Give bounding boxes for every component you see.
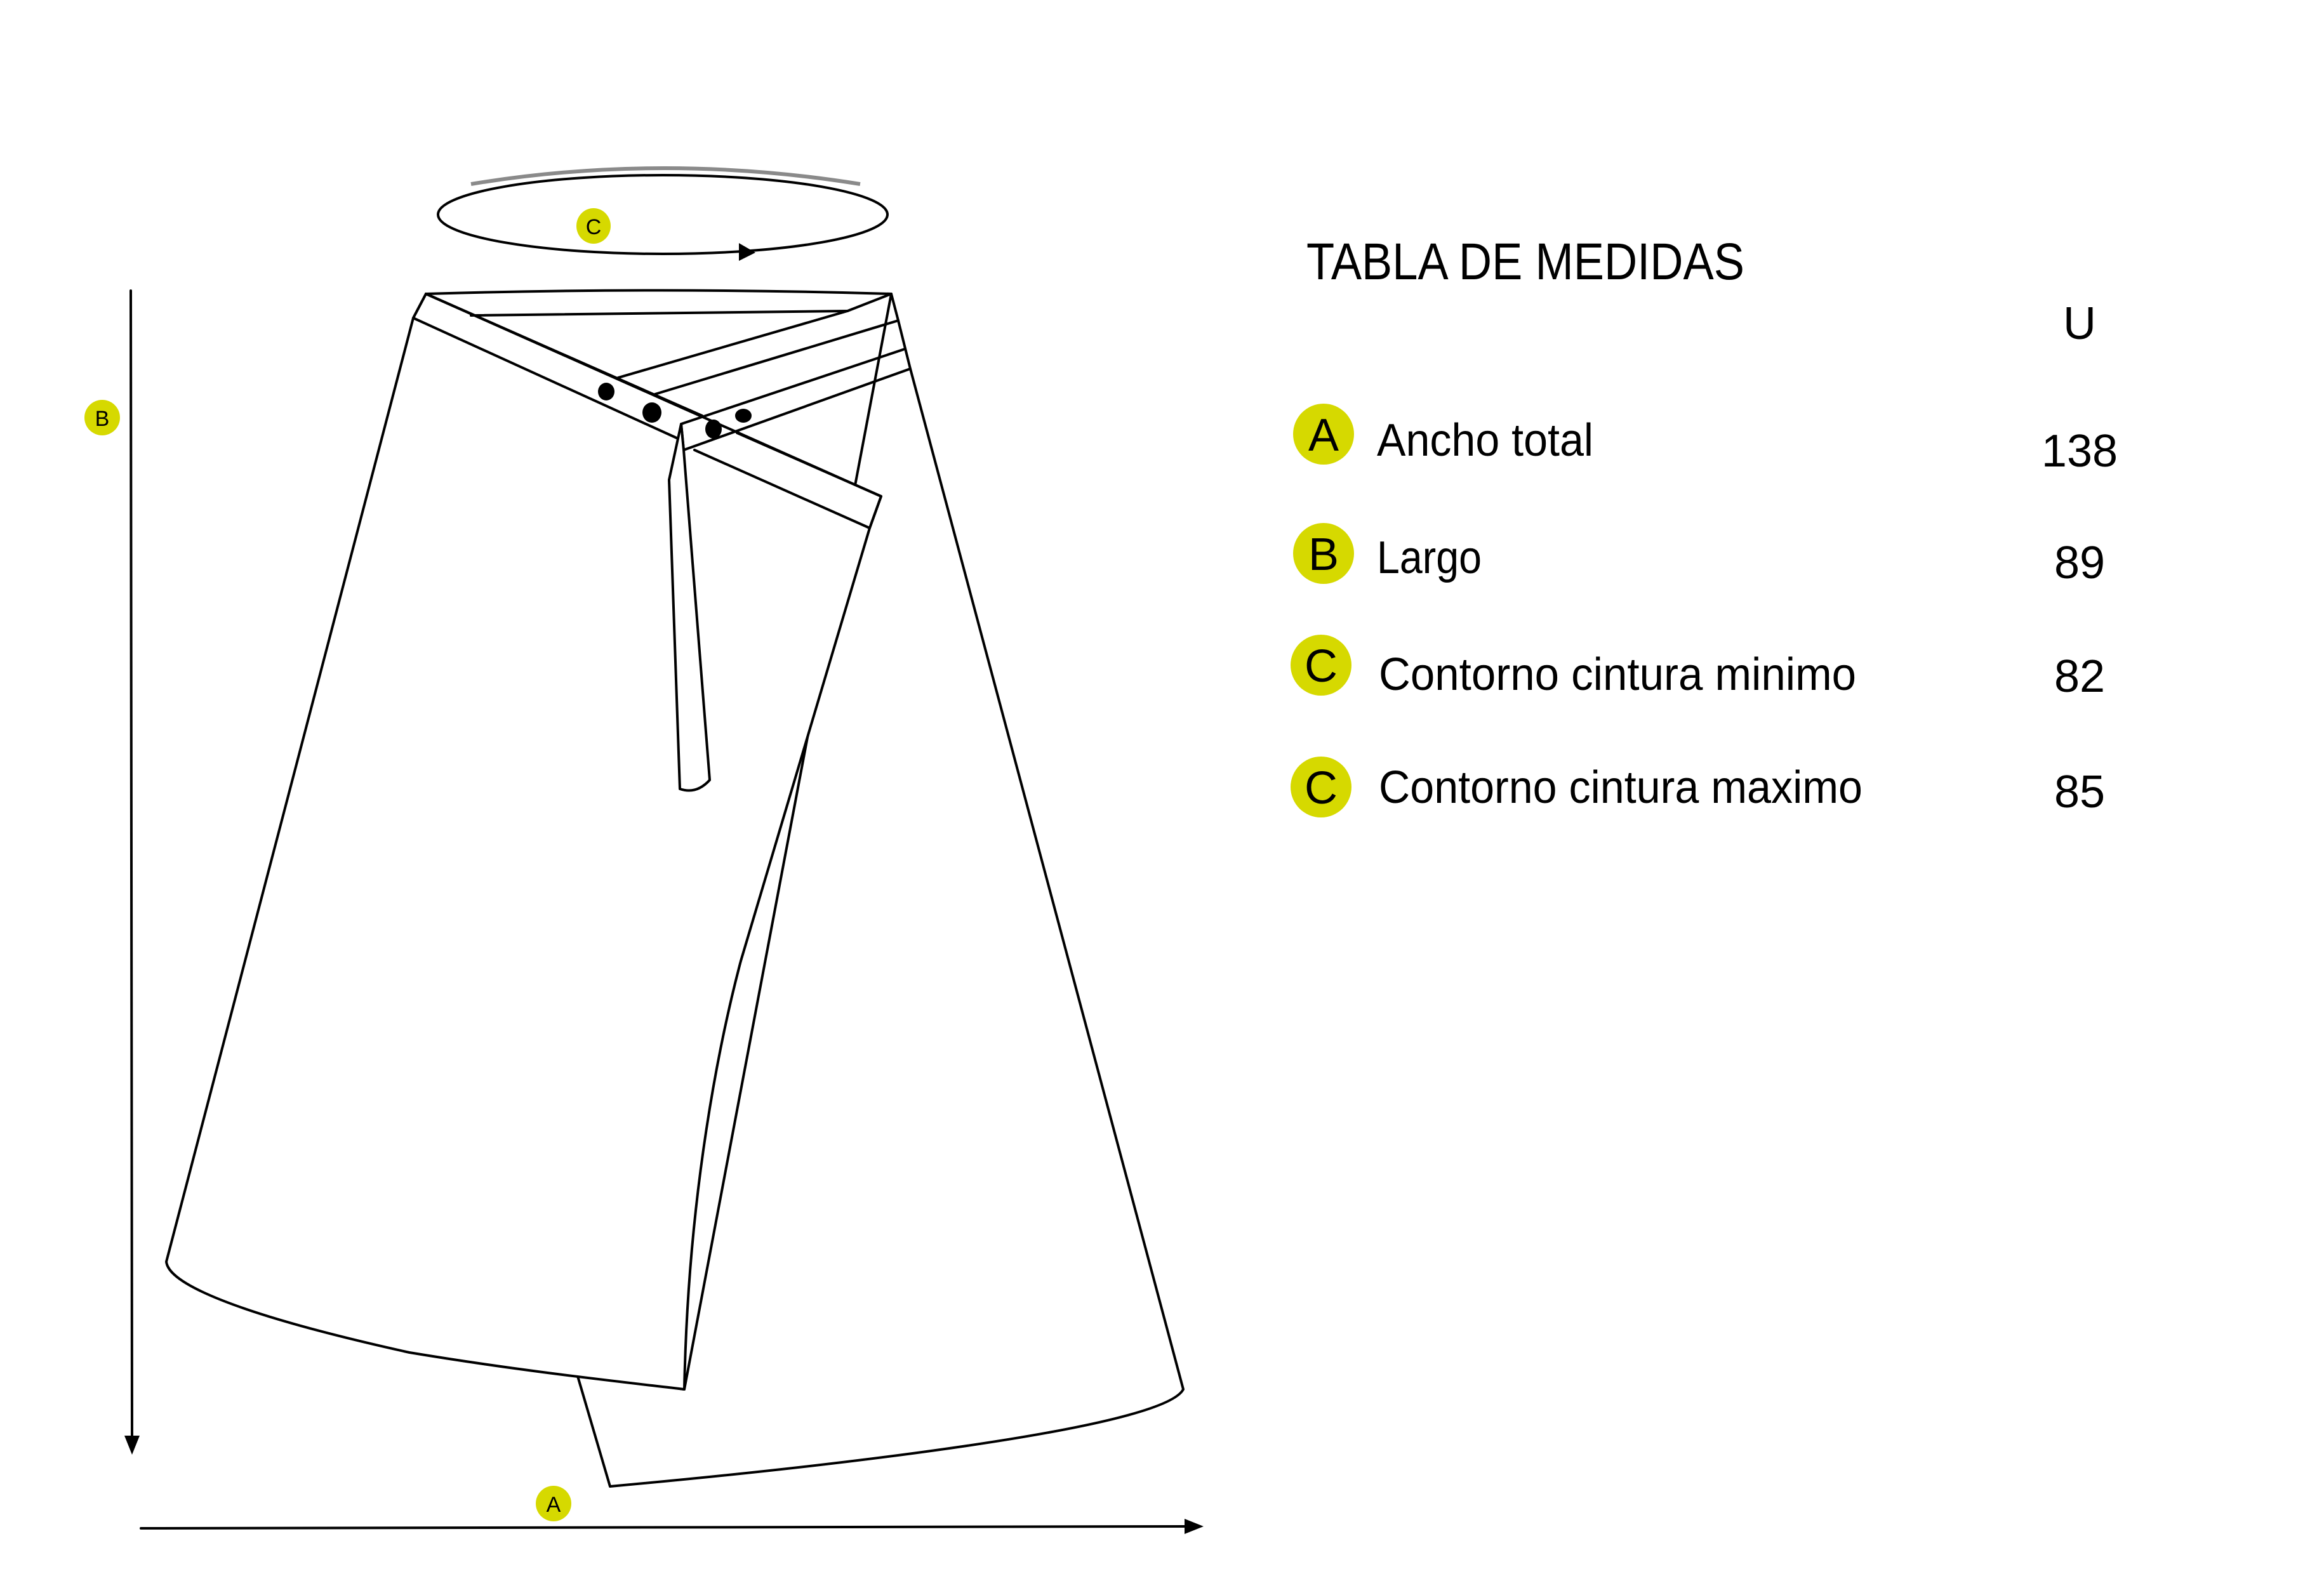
button-dot (705, 420, 722, 439)
svg-text:Ancho total: Ancho total (1377, 415, 1593, 466)
svg-text:Largo: Largo (1377, 532, 1482, 583)
skirt-back-panel (576, 293, 1185, 1488)
svg-text:89: 89 (2054, 538, 2105, 588)
waist-arrow-icon (739, 243, 755, 261)
size-column-header: U (2063, 298, 2096, 349)
badge-a-width: A (536, 1486, 571, 1521)
measurement-table: TABLA DE MEDIDAS U A Ancho total 138 B L… (1291, 233, 2118, 817)
svg-text:138: 138 (2042, 426, 2118, 477)
length-axis-arrow (128, 289, 135, 1442)
svg-text:A: A (1308, 410, 1339, 461)
table-title: TABLA DE MEDIDAS (1306, 233, 1744, 291)
svg-text:B: B (1308, 529, 1339, 580)
svg-text:C: C (1305, 641, 1338, 692)
badge-c-waist: C (576, 208, 611, 244)
badge-b-length: B (84, 400, 120, 435)
skirt-front-panel (165, 293, 882, 1391)
svg-text:Contorno cintura maximo: Contorno cintura maximo (1379, 762, 1863, 813)
skirt-illustration (165, 289, 1185, 1488)
svg-text:A: A (547, 1493, 561, 1517)
svg-text:B: B (95, 407, 110, 431)
svg-text:Contorno cintura minimo: Contorno cintura minimo (1379, 649, 1856, 700)
svg-text:85: 85 (2054, 767, 2105, 817)
table-row: C Contorno cintura minimo 82 (1291, 635, 2105, 702)
waist-measure-ellipse (437, 166, 889, 261)
width-axis-arrow (140, 1525, 1188, 1530)
svg-text:C: C (586, 215, 602, 239)
skirt-tie (668, 423, 711, 792)
table-row: A Ancho total 138 (1293, 404, 2118, 477)
svg-text:82: 82 (2054, 651, 2105, 702)
svg-text:C: C (1305, 763, 1338, 814)
button-dot (642, 402, 661, 423)
button-dot (735, 409, 752, 423)
button-dot (598, 383, 614, 400)
table-row: B Largo 89 (1293, 523, 2105, 588)
table-row: C Contorno cintura maximo 85 (1291, 757, 2105, 817)
